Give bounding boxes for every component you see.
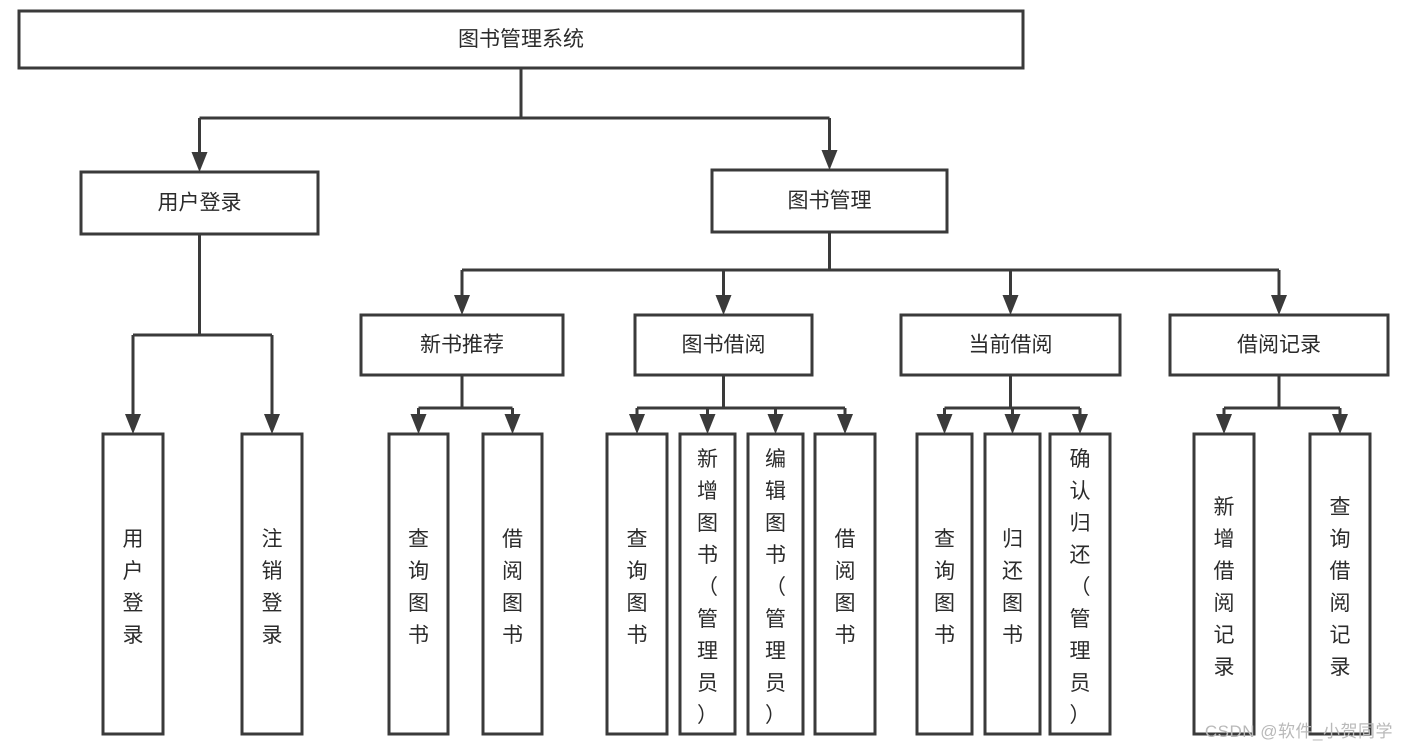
node-label-leaf-borrow-book-rec: 借阅图书 [502, 528, 523, 647]
node-label-borrow-record: 借阅记录 [1237, 334, 1321, 357]
node-label-leaf-add-book: 新增图书（管理员） [697, 448, 718, 727]
node-label-current-borrow: 当前借阅 [969, 334, 1053, 357]
node-box-leaf-query-book-c [915, 432, 974, 736]
arrow-head-icon [699, 414, 716, 434]
arrow-head-icon [191, 152, 208, 172]
node-leaf-add-book[interactable]: 新增图书（管理员） [678, 432, 737, 736]
arrow-head-icon [410, 414, 427, 434]
node-new-book-rec[interactable]: 新书推荐 [359, 313, 565, 377]
arrow-head-icon [1004, 414, 1021, 434]
arrow-head-icon [1072, 414, 1088, 434]
node-box-user-login [79, 170, 320, 236]
node-box-borrow-record [1168, 313, 1390, 377]
arrow-head-icon [1002, 295, 1019, 315]
node-root[interactable]: 图书管理系统 [17, 9, 1025, 70]
arrow-head-icon [1271, 295, 1287, 315]
node-leaf-borrow-book-b[interactable]: 借阅图书 [813, 432, 877, 736]
node-label-book-manage: 图书管理 [788, 190, 872, 213]
node-box-new-book-rec [359, 313, 565, 377]
node-label-leaf-borrow-book-b: 借阅图书 [835, 528, 856, 647]
arrow-head-icon [454, 295, 470, 315]
node-box-leaf-add-record [1192, 432, 1256, 736]
node-current-borrow[interactable]: 当前借阅 [899, 313, 1122, 377]
arrow-head-icon [936, 414, 953, 434]
arrow-head-icon [767, 414, 784, 434]
arrow-head-icon [629, 414, 645, 434]
node-box-book-borrow [633, 313, 814, 377]
node-label-leaf-user-login: 用户登录 [123, 528, 144, 647]
arrow-head-icon [125, 414, 141, 434]
nodes-layer: 图书管理系统用户登录图书管理新书推荐图书借阅当前借阅借阅记录用户登录注销登录查询… [17, 9, 1390, 736]
node-leaf-add-record[interactable]: 新增借阅记录 [1192, 432, 1256, 736]
node-leaf-confirm-return[interactable]: 确认归还（管理员） [1048, 432, 1112, 736]
arrow-head-icon [264, 414, 280, 434]
node-label-leaf-query-book-b: 查询图书 [627, 528, 648, 647]
node-label-leaf-add-record: 新增借阅记录 [1214, 496, 1235, 679]
node-box-leaf-borrow-book-rec [481, 432, 544, 736]
edges-layer [125, 68, 1348, 434]
node-box-leaf-query-book-rec [387, 432, 450, 736]
node-box-leaf-add-book [678, 432, 737, 736]
node-user-login[interactable]: 用户登录 [79, 170, 320, 236]
node-box-leaf-query-book-b [605, 432, 669, 736]
node-label-leaf-return-book: 归还图书 [1002, 528, 1023, 647]
node-box-leaf-user-login [101, 432, 165, 736]
node-book-borrow[interactable]: 图书借阅 [633, 313, 814, 377]
node-box-leaf-logout [240, 432, 304, 736]
node-box-leaf-borrow-book-b [813, 432, 877, 736]
arrow-head-icon [715, 295, 732, 315]
watermark-text: CSDN @软件_小贺同学 [1204, 722, 1393, 741]
node-label-root: 图书管理系统 [458, 28, 584, 51]
node-label-leaf-logout: 注销登录 [262, 528, 283, 647]
node-leaf-user-login[interactable]: 用户登录 [101, 432, 165, 736]
node-label-new-book-rec: 新书推荐 [420, 334, 504, 357]
node-box-current-borrow [899, 313, 1122, 377]
node-label-leaf-query-record: 查询借阅记录 [1330, 496, 1351, 679]
node-borrow-record[interactable]: 借阅记录 [1168, 313, 1390, 377]
node-box-book-manage [710, 168, 949, 234]
node-leaf-borrow-book-rec[interactable]: 借阅图书 [481, 432, 544, 736]
node-label-leaf-edit-book: 编辑图书（管理员） [765, 448, 786, 727]
node-book-manage[interactable]: 图书管理 [710, 168, 949, 234]
node-leaf-edit-book[interactable]: 编辑图书（管理员） [746, 432, 805, 736]
arrow-head-icon [837, 414, 853, 434]
arrow-head-icon [821, 150, 838, 170]
arrow-head-icon [1216, 414, 1232, 434]
node-box-leaf-confirm-return [1048, 432, 1112, 736]
node-leaf-query-book-rec[interactable]: 查询图书 [387, 432, 450, 736]
node-label-leaf-query-book-c: 查询图书 [934, 528, 955, 647]
node-leaf-return-book[interactable]: 归还图书 [983, 432, 1042, 736]
node-box-leaf-query-record [1308, 432, 1372, 736]
node-box-leaf-return-book [983, 432, 1042, 736]
node-box-leaf-edit-book [746, 432, 805, 736]
node-label-leaf-query-book-rec: 查询图书 [408, 528, 429, 647]
node-leaf-query-book-b[interactable]: 查询图书 [605, 432, 669, 736]
node-leaf-query-record[interactable]: 查询借阅记录 [1308, 432, 1372, 736]
node-leaf-query-book-c[interactable]: 查询图书 [915, 432, 974, 736]
node-box-root [17, 9, 1025, 70]
arrow-head-icon [504, 414, 521, 434]
node-label-leaf-confirm-return: 确认归还（管理员） [1070, 448, 1091, 727]
node-label-user-login: 用户登录 [158, 192, 242, 215]
arrow-head-icon [1332, 414, 1348, 434]
node-label-book-borrow: 图书借阅 [682, 334, 766, 357]
node-leaf-logout[interactable]: 注销登录 [240, 432, 304, 736]
